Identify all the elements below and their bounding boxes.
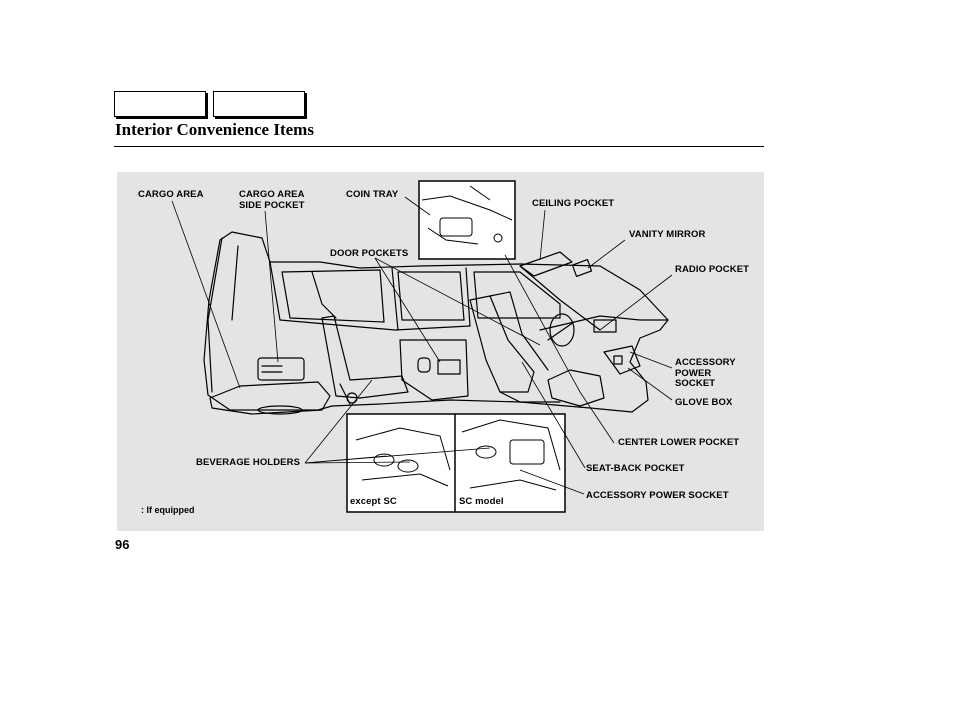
label-glove-box: GLOVE BOX: [675, 397, 733, 408]
label-accessory-power-socket-stack: ACCESSORY POWER SOCKET: [675, 357, 736, 389]
label-inset-except-sc: except SC: [350, 496, 397, 507]
nav-tab-1[interactable]: [114, 91, 206, 117]
cargo-floor: [209, 381, 331, 415]
rear-seat: [321, 315, 409, 399]
ceiling-pocket-shape: [519, 251, 573, 277]
label-center-lower-pocket: CENTER LOWER POCKET: [618, 437, 740, 448]
page-title: Interior Convenience Items: [115, 120, 314, 139]
label-beverage-holders: BEVERAGE HOLDERS: [196, 457, 301, 468]
title-rule: [114, 146, 764, 147]
label-vanity-mirror: VANITY MIRROR: [629, 229, 706, 240]
center-console: [547, 369, 605, 407]
label-seat-back-pocket: SEAT-BACK POCKET: [586, 463, 685, 474]
label-coin-tray: COIN TRAY: [346, 189, 399, 200]
vanity-mirror-shape: [571, 259, 593, 277]
label-door-pockets: DOOR POCKETS: [330, 248, 409, 259]
coin-tray-inset: [418, 180, 516, 260]
door-pocket: [399, 339, 469, 401]
label-cargo-area-side-pocket: CARGO AREA SIDE POCKET: [239, 189, 305, 211]
label-radio-pocket: RADIO POCKET: [675, 264, 750, 275]
glove-box: [603, 345, 641, 375]
leader-lines: [171, 196, 673, 495]
page-number: 96: [115, 537, 130, 552]
cargo-side-pocket: [257, 357, 305, 381]
footnote-if-equipped: : If equipped: [141, 505, 195, 515]
front-seat: [469, 295, 535, 393]
vehicle-body-outline: [203, 231, 669, 413]
label-cargo-area: CARGO AREA: [138, 189, 204, 200]
label-accessory-power-socket: ACCESSORY POWER SOCKET: [586, 490, 729, 501]
nav-tab-2[interactable]: [213, 91, 305, 117]
label-ceiling-pocket: CEILING POCKET: [532, 198, 615, 209]
label-inset-sc-model: SC model: [459, 496, 504, 507]
